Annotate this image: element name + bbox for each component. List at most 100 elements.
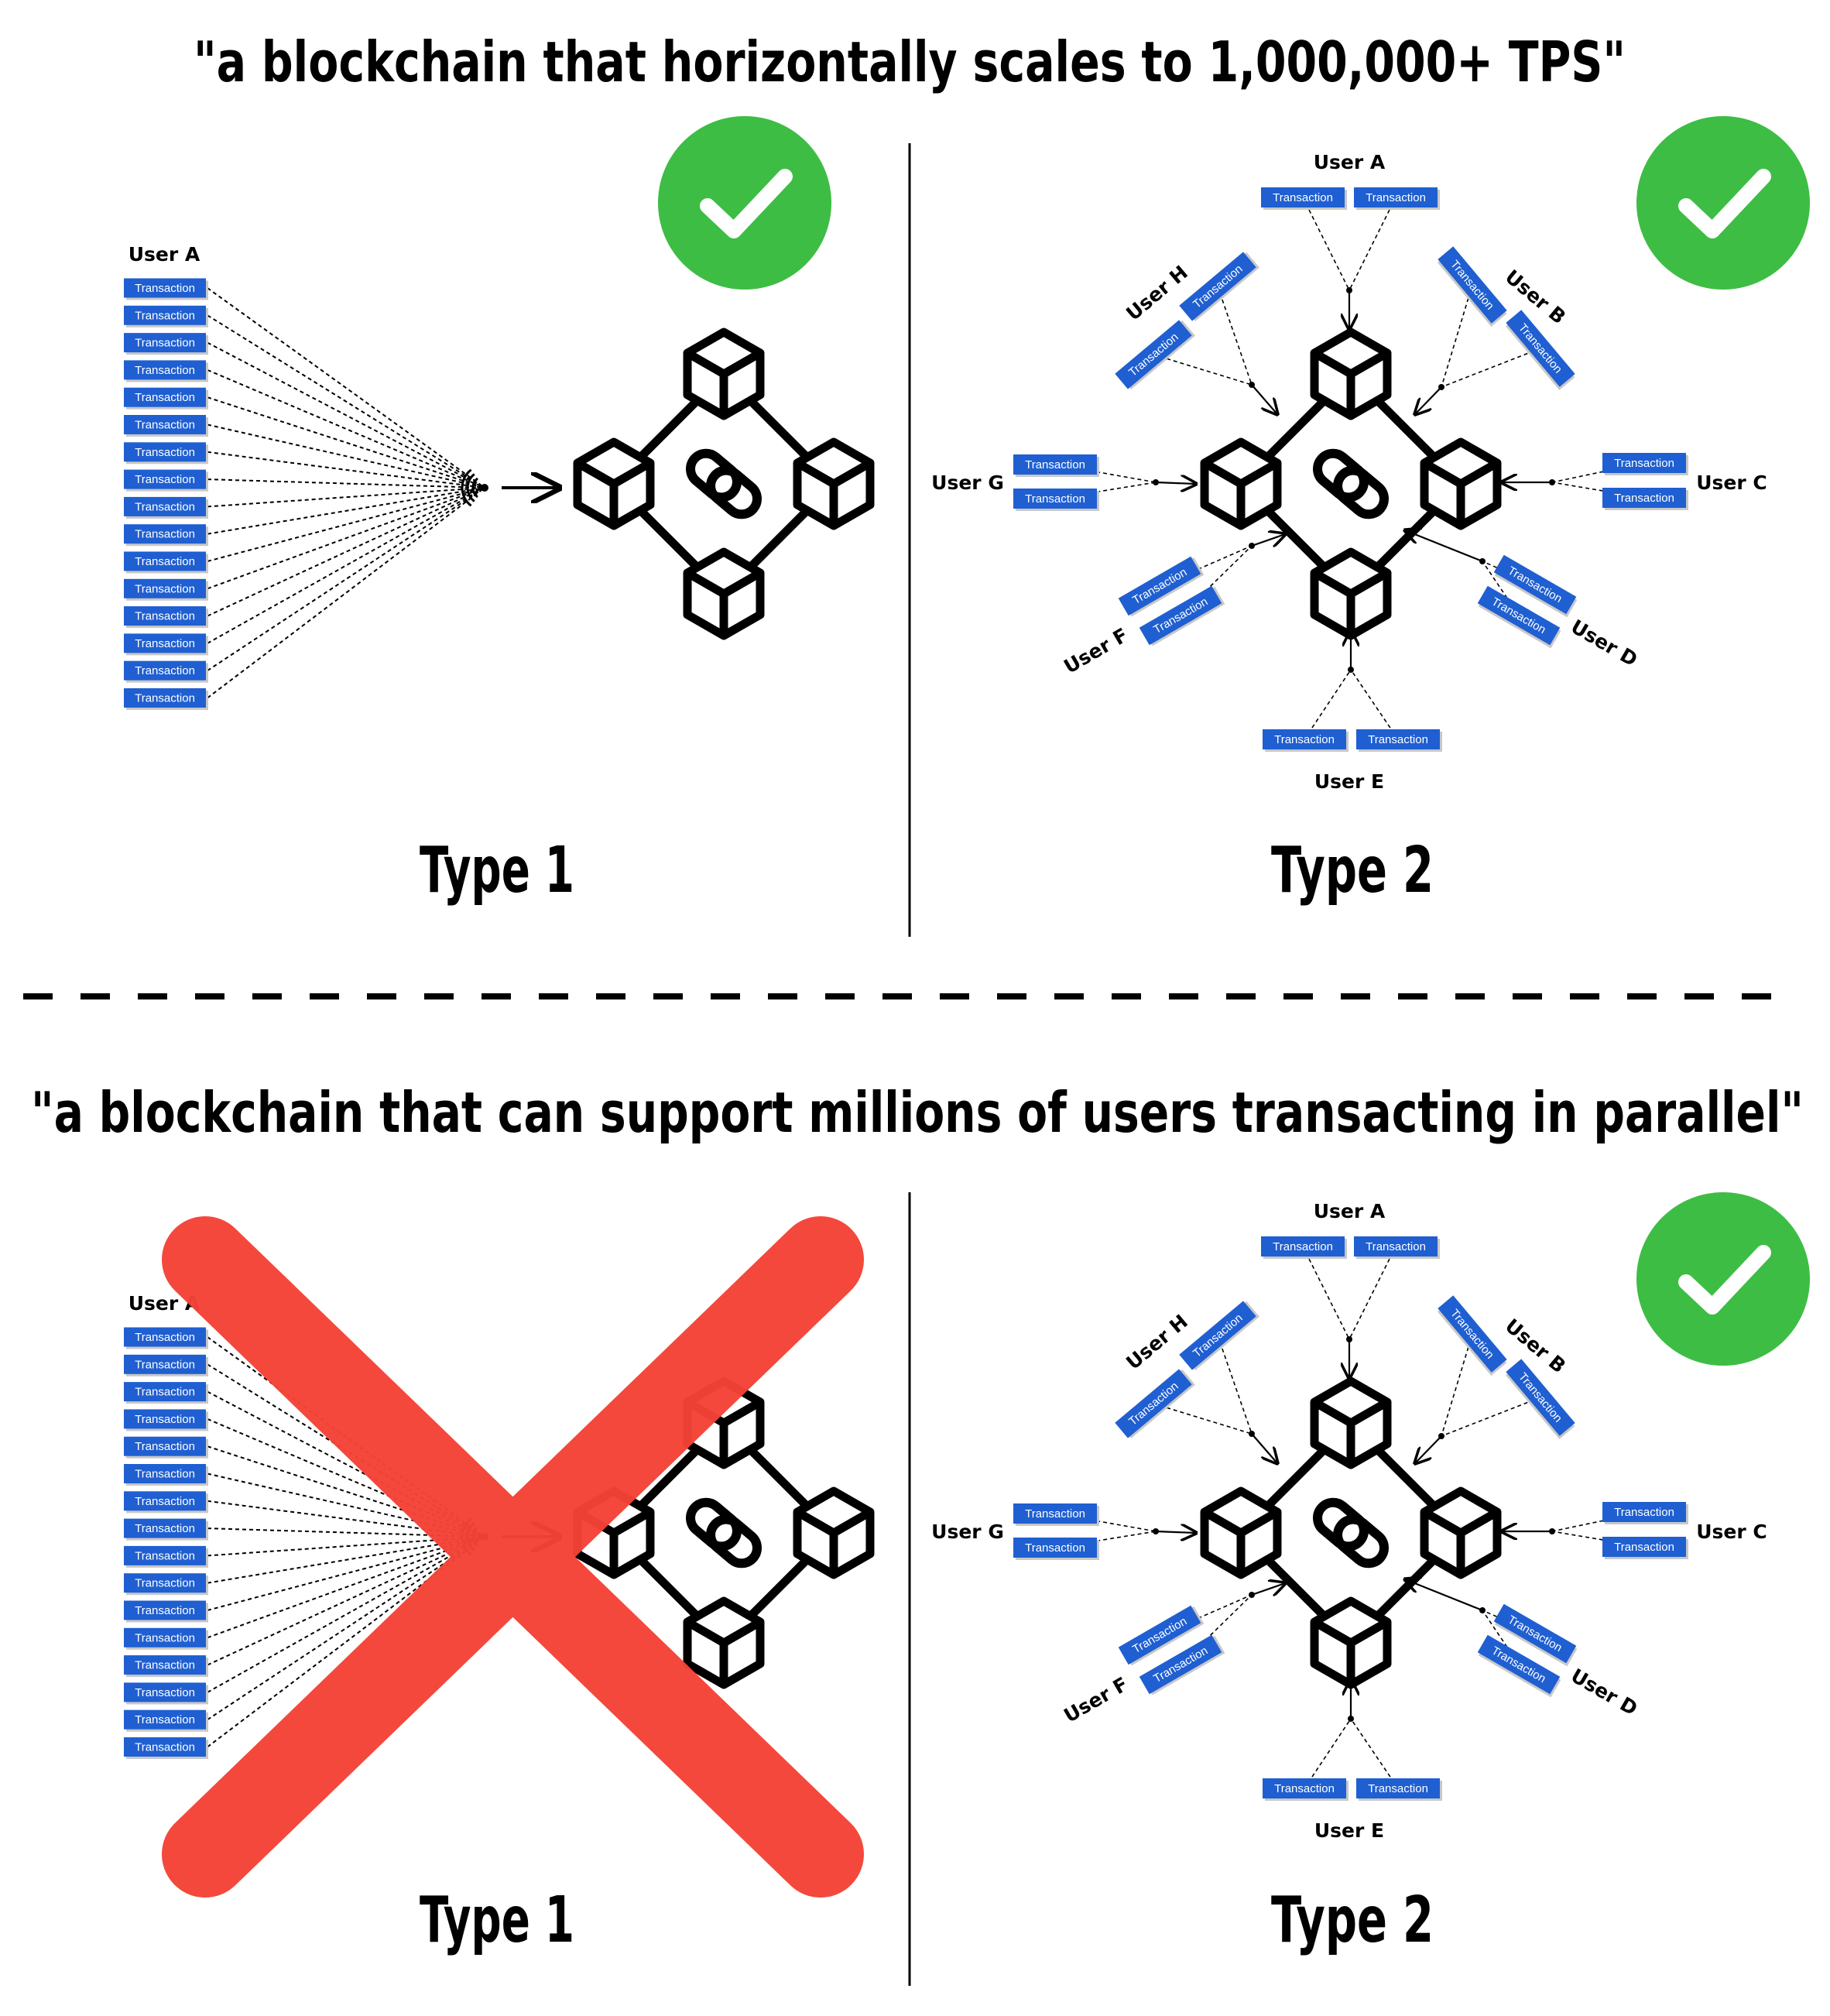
type1-label-top: Type 1: [420, 834, 574, 907]
chain-link-icon: [1313, 448, 1389, 519]
dotted-connector: [1217, 1335, 1253, 1435]
transaction-box: Transaction: [124, 551, 208, 574]
dotted-connector: [207, 369, 485, 489]
transaction-label: Transaction: [135, 1440, 195, 1453]
transaction-label: Transaction: [1025, 458, 1085, 471]
transaction-box: Transaction: [1013, 1503, 1099, 1526]
transaction-label: Transaction: [1274, 1782, 1335, 1795]
dotted-connector: [207, 487, 485, 562]
transaction-label: Transaction: [1614, 1506, 1674, 1519]
user-label: User G: [931, 471, 1004, 494]
dotted-connector: [1349, 197, 1396, 291]
transaction-label: Transaction: [135, 1549, 195, 1562]
type2-label-top: Type 2: [1271, 834, 1434, 907]
dotted-connector: [1350, 1718, 1399, 1789]
user-label: User H: [1122, 261, 1192, 325]
dotted-connector: [207, 487, 485, 617]
transaction-label: Transaction: [135, 637, 195, 650]
dotted-connector: [207, 423, 485, 489]
transaction-label: Transaction: [135, 309, 195, 322]
transaction-label: Transaction: [135, 282, 195, 295]
transaction-label: Transaction: [135, 610, 195, 623]
transaction-box: Transaction: [124, 1518, 208, 1541]
transaction-label: Transaction: [1273, 1240, 1333, 1253]
chain-link-icon: [686, 448, 762, 519]
transaction-box: Transaction: [1263, 1778, 1349, 1801]
transaction-box: Transaction: [124, 660, 208, 683]
transaction-label: Transaction: [1025, 1541, 1085, 1555]
transaction-box: Transaction: [1179, 1301, 1259, 1371]
transaction-label: Transaction: [135, 1604, 195, 1617]
transaction-box: Transaction: [1013, 454, 1099, 477]
transaction-box: Transaction: [1602, 1502, 1688, 1524]
transaction-label: Transaction: [135, 446, 195, 459]
transaction-label: Transaction: [135, 1577, 195, 1590]
type2-label-bottom: Type 2: [1271, 1884, 1434, 1957]
dotted-connector: [1153, 354, 1253, 386]
transaction-box: Transaction: [124, 442, 208, 465]
transaction-label: Transaction: [1025, 1507, 1085, 1521]
transaction-label: Transaction: [1366, 191, 1426, 204]
cube-icon: [1200, 1486, 1282, 1579]
transaction-label: Transaction: [1368, 733, 1428, 746]
transaction-label: Transaction: [1516, 321, 1564, 376]
transaction-box: Transaction: [124, 1737, 208, 1759]
transaction-box: Transaction: [124, 688, 208, 710]
dotted-connector: [207, 287, 485, 489]
signal-icon: [461, 468, 488, 507]
transaction-box: Transaction: [124, 387, 208, 410]
user-label: User E: [1314, 770, 1384, 793]
dotted-connector: [207, 478, 485, 489]
blockchain-network-icon: [1200, 1377, 1502, 1689]
transaction-box: Transaction: [1356, 1778, 1442, 1801]
cube-icon: [683, 1596, 765, 1689]
transaction-box: Transaction: [1505, 310, 1575, 390]
cube-icon: [1420, 437, 1502, 530]
transaction-label: Transaction: [1516, 1370, 1564, 1425]
transaction-label: Transaction: [1366, 1240, 1426, 1253]
connector-arrow: [1251, 384, 1277, 414]
connector-arrow: [1405, 1579, 1483, 1612]
blockchain-network-icon: [573, 327, 875, 640]
cube-icon: [1310, 1377, 1392, 1469]
transaction-box: Transaction: [124, 496, 208, 519]
dotted-connector: [1153, 1403, 1253, 1435]
transaction-box: Transaction: [1354, 1236, 1440, 1259]
check-icon: [658, 116, 831, 290]
transaction-label: Transaction: [135, 664, 195, 677]
transaction-box: Transaction: [1013, 489, 1099, 511]
transaction-box: Transaction: [124, 606, 208, 629]
transaction-label: Transaction: [135, 1331, 195, 1344]
dotted-connector: [1441, 1397, 1541, 1437]
user-label: User A: [129, 243, 200, 266]
dotted-connector: [1441, 1333, 1473, 1437]
transaction-box: Transaction: [124, 1464, 208, 1486]
dotted-connector: [1349, 1246, 1396, 1340]
user-label: User C: [1696, 471, 1767, 494]
dotted-connector: [207, 1536, 485, 1666]
dotted-connector: [207, 1536, 485, 1584]
dotted-connector: [207, 1536, 485, 1639]
transaction-box: Transaction: [1354, 187, 1440, 210]
transaction-box: Transaction: [1013, 1538, 1099, 1560]
user-label: User H: [1122, 1310, 1192, 1374]
cube-icon: [1310, 547, 1392, 640]
dotted-connector: [1304, 1718, 1352, 1789]
user-label: User E: [1314, 1819, 1384, 1842]
dotted-connector: [1302, 1246, 1350, 1340]
dotted-connector: [1217, 286, 1253, 386]
chain-link-icon: [686, 1497, 762, 1569]
check-icon: [1636, 1192, 1810, 1366]
dotted-connector: [1304, 669, 1352, 740]
user-label: User A: [1314, 1200, 1386, 1222]
transaction-label: Transaction: [135, 1386, 195, 1399]
transaction-label: Transaction: [1614, 457, 1674, 470]
cube-icon: [1310, 1596, 1392, 1689]
user-label: User G: [931, 1521, 1004, 1543]
transaction-box: Transaction: [124, 1354, 208, 1377]
dotted-connector: [207, 1536, 485, 1693]
dotted-connector: [207, 487, 485, 535]
connector-arrow: [1405, 530, 1483, 563]
transaction-box: Transaction: [124, 305, 208, 327]
